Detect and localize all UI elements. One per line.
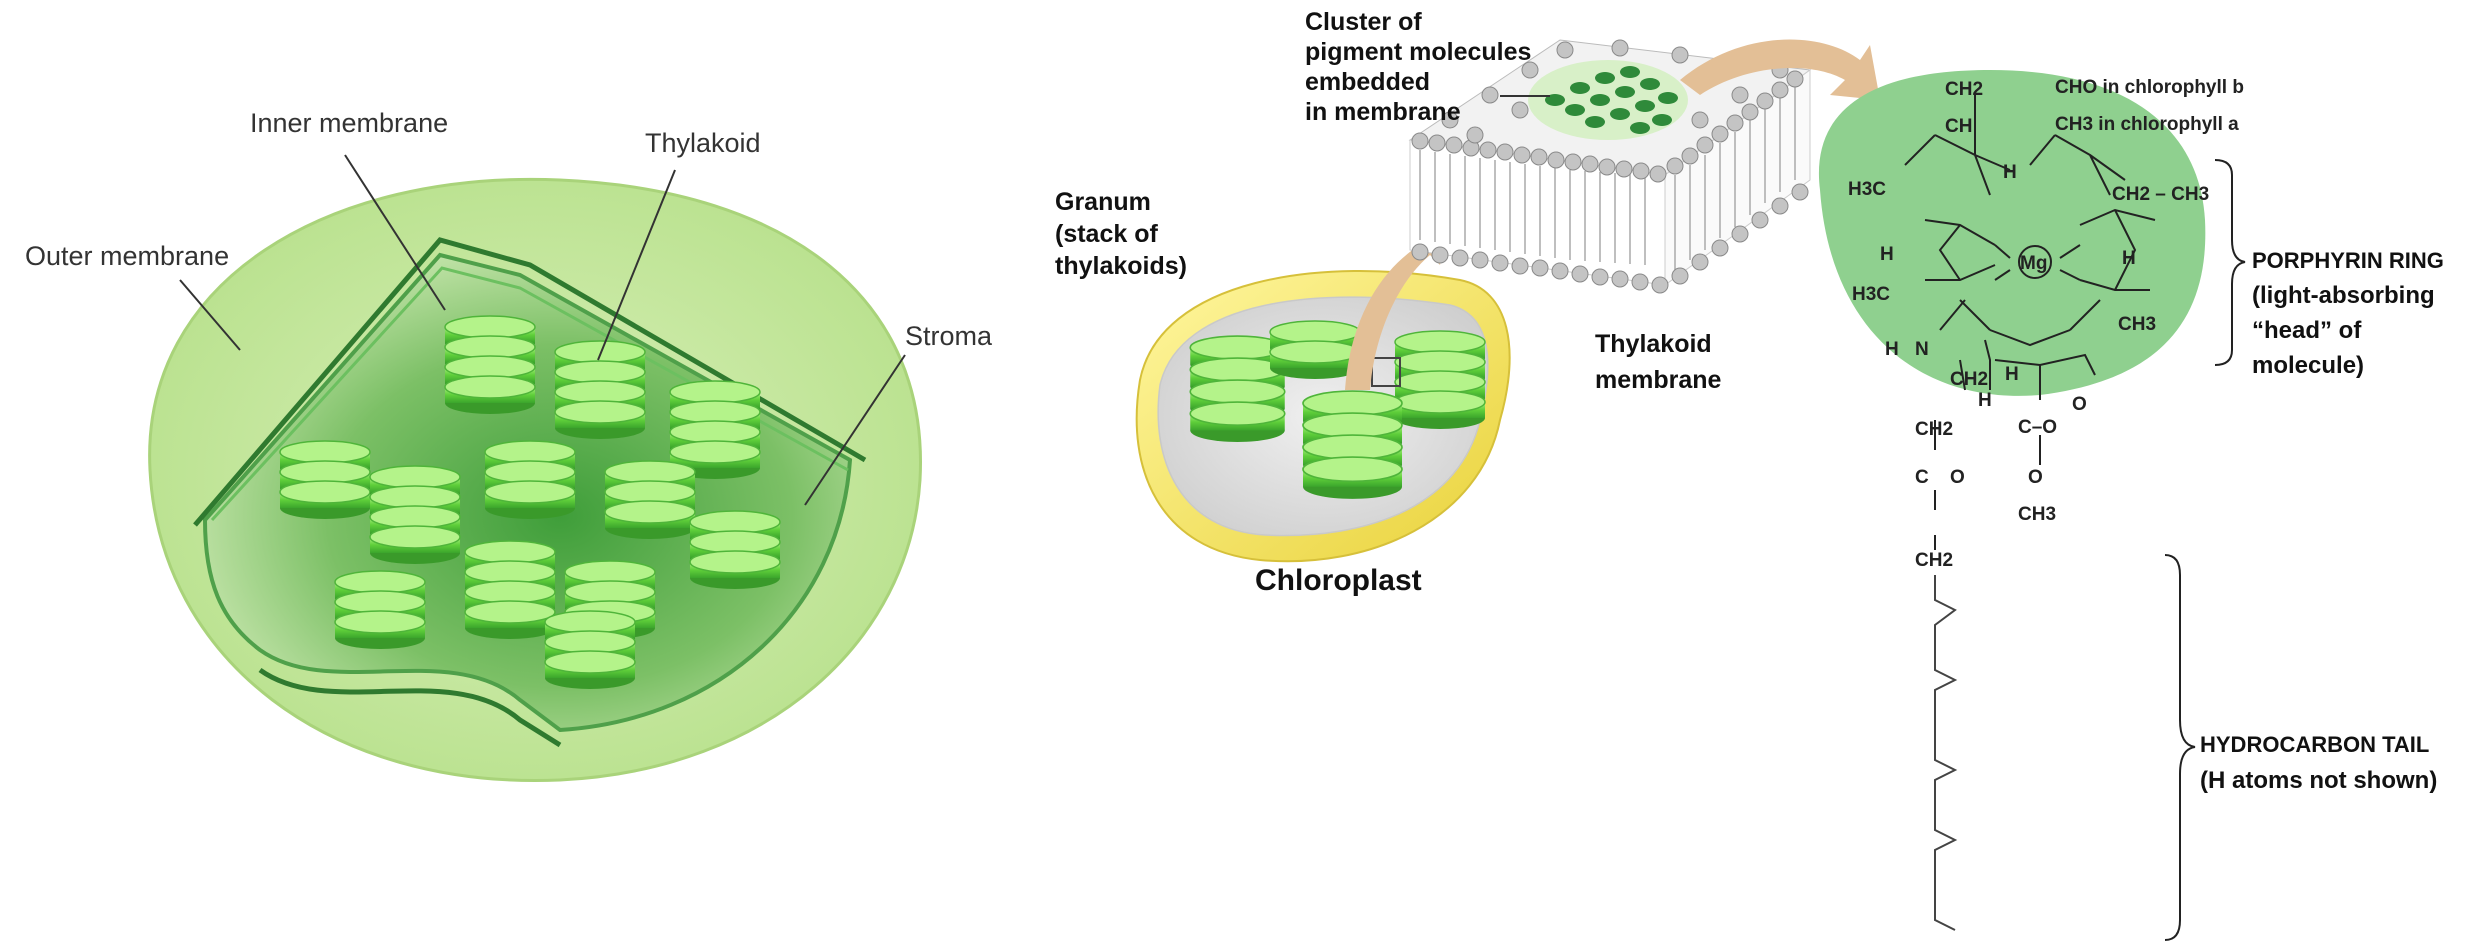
label-thylakoid: Thylakoid — [645, 128, 761, 158]
annot-tail-title: HYDROCARBON TAIL — [2200, 732, 2429, 757]
atom-coo: C–O — [2018, 417, 2057, 438]
tail-brace — [2165, 555, 2195, 940]
hydrocarbon-tail — [1935, 575, 1955, 930]
atom-ch2-a: CH2 — [1950, 369, 1988, 390]
atom-h-left: H — [1880, 244, 1894, 265]
atom-h-top: H — [2003, 162, 2017, 183]
chlorophyll-molecule: CH2 CH H H3C CH2 – CH3 H Mg H H3C CH3 H … — [1819, 70, 2444, 940]
label-granum-2: (stack of — [1055, 220, 1158, 248]
atom-o-right: O — [2072, 394, 2087, 415]
annot-cho-b: CHO in chlorophyll b — [2055, 77, 2244, 98]
atom-o-lower: O — [2028, 467, 2043, 488]
chloroplast-small — [1137, 271, 1510, 561]
label-thylakoid-membrane-2: membrane — [1595, 366, 1722, 394]
atom-ch2-top: CH2 — [1945, 79, 1983, 100]
label-granum-1: Granum — [1055, 188, 1151, 216]
annot-porphyrin-2: (light-absorbing — [2252, 282, 2435, 309]
label-cluster-4: in membrane — [1305, 98, 1461, 126]
atom-ch3-right: CH3 — [2118, 314, 2156, 335]
atom-ch3-lower: CH3 — [2018, 504, 2056, 525]
annot-porphyrin-4: molecule) — [2252, 352, 2364, 379]
label-chloroplast: Chloroplast — [1255, 564, 1422, 597]
annot-porphyrin-title: PORPHYRIN RING — [2252, 248, 2444, 273]
atom-ch2-b: CH2 — [1915, 419, 1953, 440]
label-cluster-3: embedded — [1305, 68, 1430, 96]
atom-ch-top: CH — [1945, 116, 1972, 137]
atom-h-a: H — [2005, 364, 2019, 385]
atom-mg: Mg — [2020, 253, 2047, 274]
atom-ch2-c: CH2 — [1915, 550, 1953, 571]
atom-h3c-left2: H3C — [1852, 284, 1890, 305]
atom-h3c-left1: H3C — [1848, 179, 1886, 200]
label-inner-membrane: Inner membrane — [250, 108, 448, 138]
thylakoid-membrane-block — [1410, 40, 1810, 293]
atom-h-right: H — [2122, 248, 2136, 269]
atom-h-lowleft: H — [1885, 339, 1899, 360]
atom-h-b: H — [1978, 390, 1992, 411]
label-cluster-2: pigment molecules — [1305, 38, 1531, 66]
label-cluster-1: Cluster of — [1305, 8, 1422, 36]
chloroplast-cutaway: Inner membrane Thylakoid Outer membrane … — [25, 108, 993, 781]
atom-n-1: N — [1915, 339, 1929, 360]
label-stroma: Stroma — [905, 321, 993, 351]
label-outer-membrane: Outer membrane — [25, 241, 229, 271]
atom-ch2ch3: CH2 – CH3 — [2112, 184, 2209, 205]
porphyrin-brace — [2215, 160, 2245, 365]
annot-tail-2: (H atoms not shown) — [2200, 767, 2437, 794]
atom-c-ester: C — [1915, 467, 1929, 488]
atom-o-ester: O — [1950, 467, 1965, 488]
annot-ch3-a: CH3 in chlorophyll a — [2055, 114, 2239, 135]
annot-porphyrin-3: “head” of — [2252, 317, 2362, 344]
label-thylakoid-membrane-1: Thylakoid — [1595, 330, 1712, 358]
label-granum-3: thylakoids) — [1055, 252, 1187, 280]
